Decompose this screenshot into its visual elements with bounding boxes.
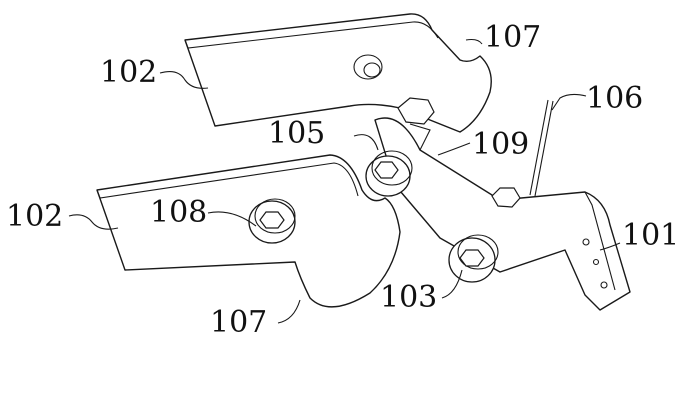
label-bolt-109: 109 bbox=[472, 127, 529, 162]
label-spring: 106 bbox=[586, 81, 643, 116]
leader-lines bbox=[68, 38, 621, 324]
bracket-part bbox=[374, 117, 631, 311]
label-bolt-103: 103 bbox=[380, 280, 437, 315]
nut-small bbox=[491, 187, 521, 208]
label-upper-arm: 102 bbox=[100, 55, 157, 90]
label-lower-cam: 107 bbox=[210, 305, 267, 340]
bolt-109 bbox=[397, 97, 435, 151]
label-bracket: 101 bbox=[622, 218, 679, 253]
label-bolt-105: 105 bbox=[268, 116, 325, 151]
upper-arm-part bbox=[184, 13, 492, 133]
label-bolt-108: 108 bbox=[150, 195, 207, 230]
lower-arm-part bbox=[96, 154, 401, 308]
bolt-105 bbox=[365, 150, 413, 197]
bolt-103 bbox=[448, 234, 499, 283]
label-upper-cam: 107 bbox=[484, 20, 541, 55]
bolt-108 bbox=[248, 198, 296, 244]
spring-part bbox=[529, 99, 554, 197]
label-lower-arm: 102 bbox=[6, 199, 63, 234]
